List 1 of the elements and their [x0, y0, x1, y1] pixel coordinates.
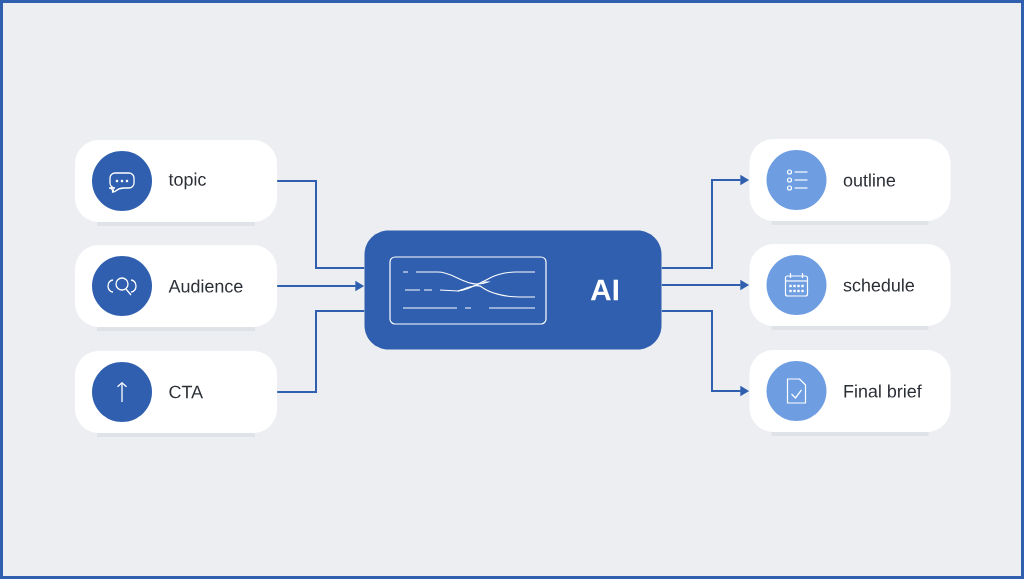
ai-box: AI — [364, 230, 662, 350]
